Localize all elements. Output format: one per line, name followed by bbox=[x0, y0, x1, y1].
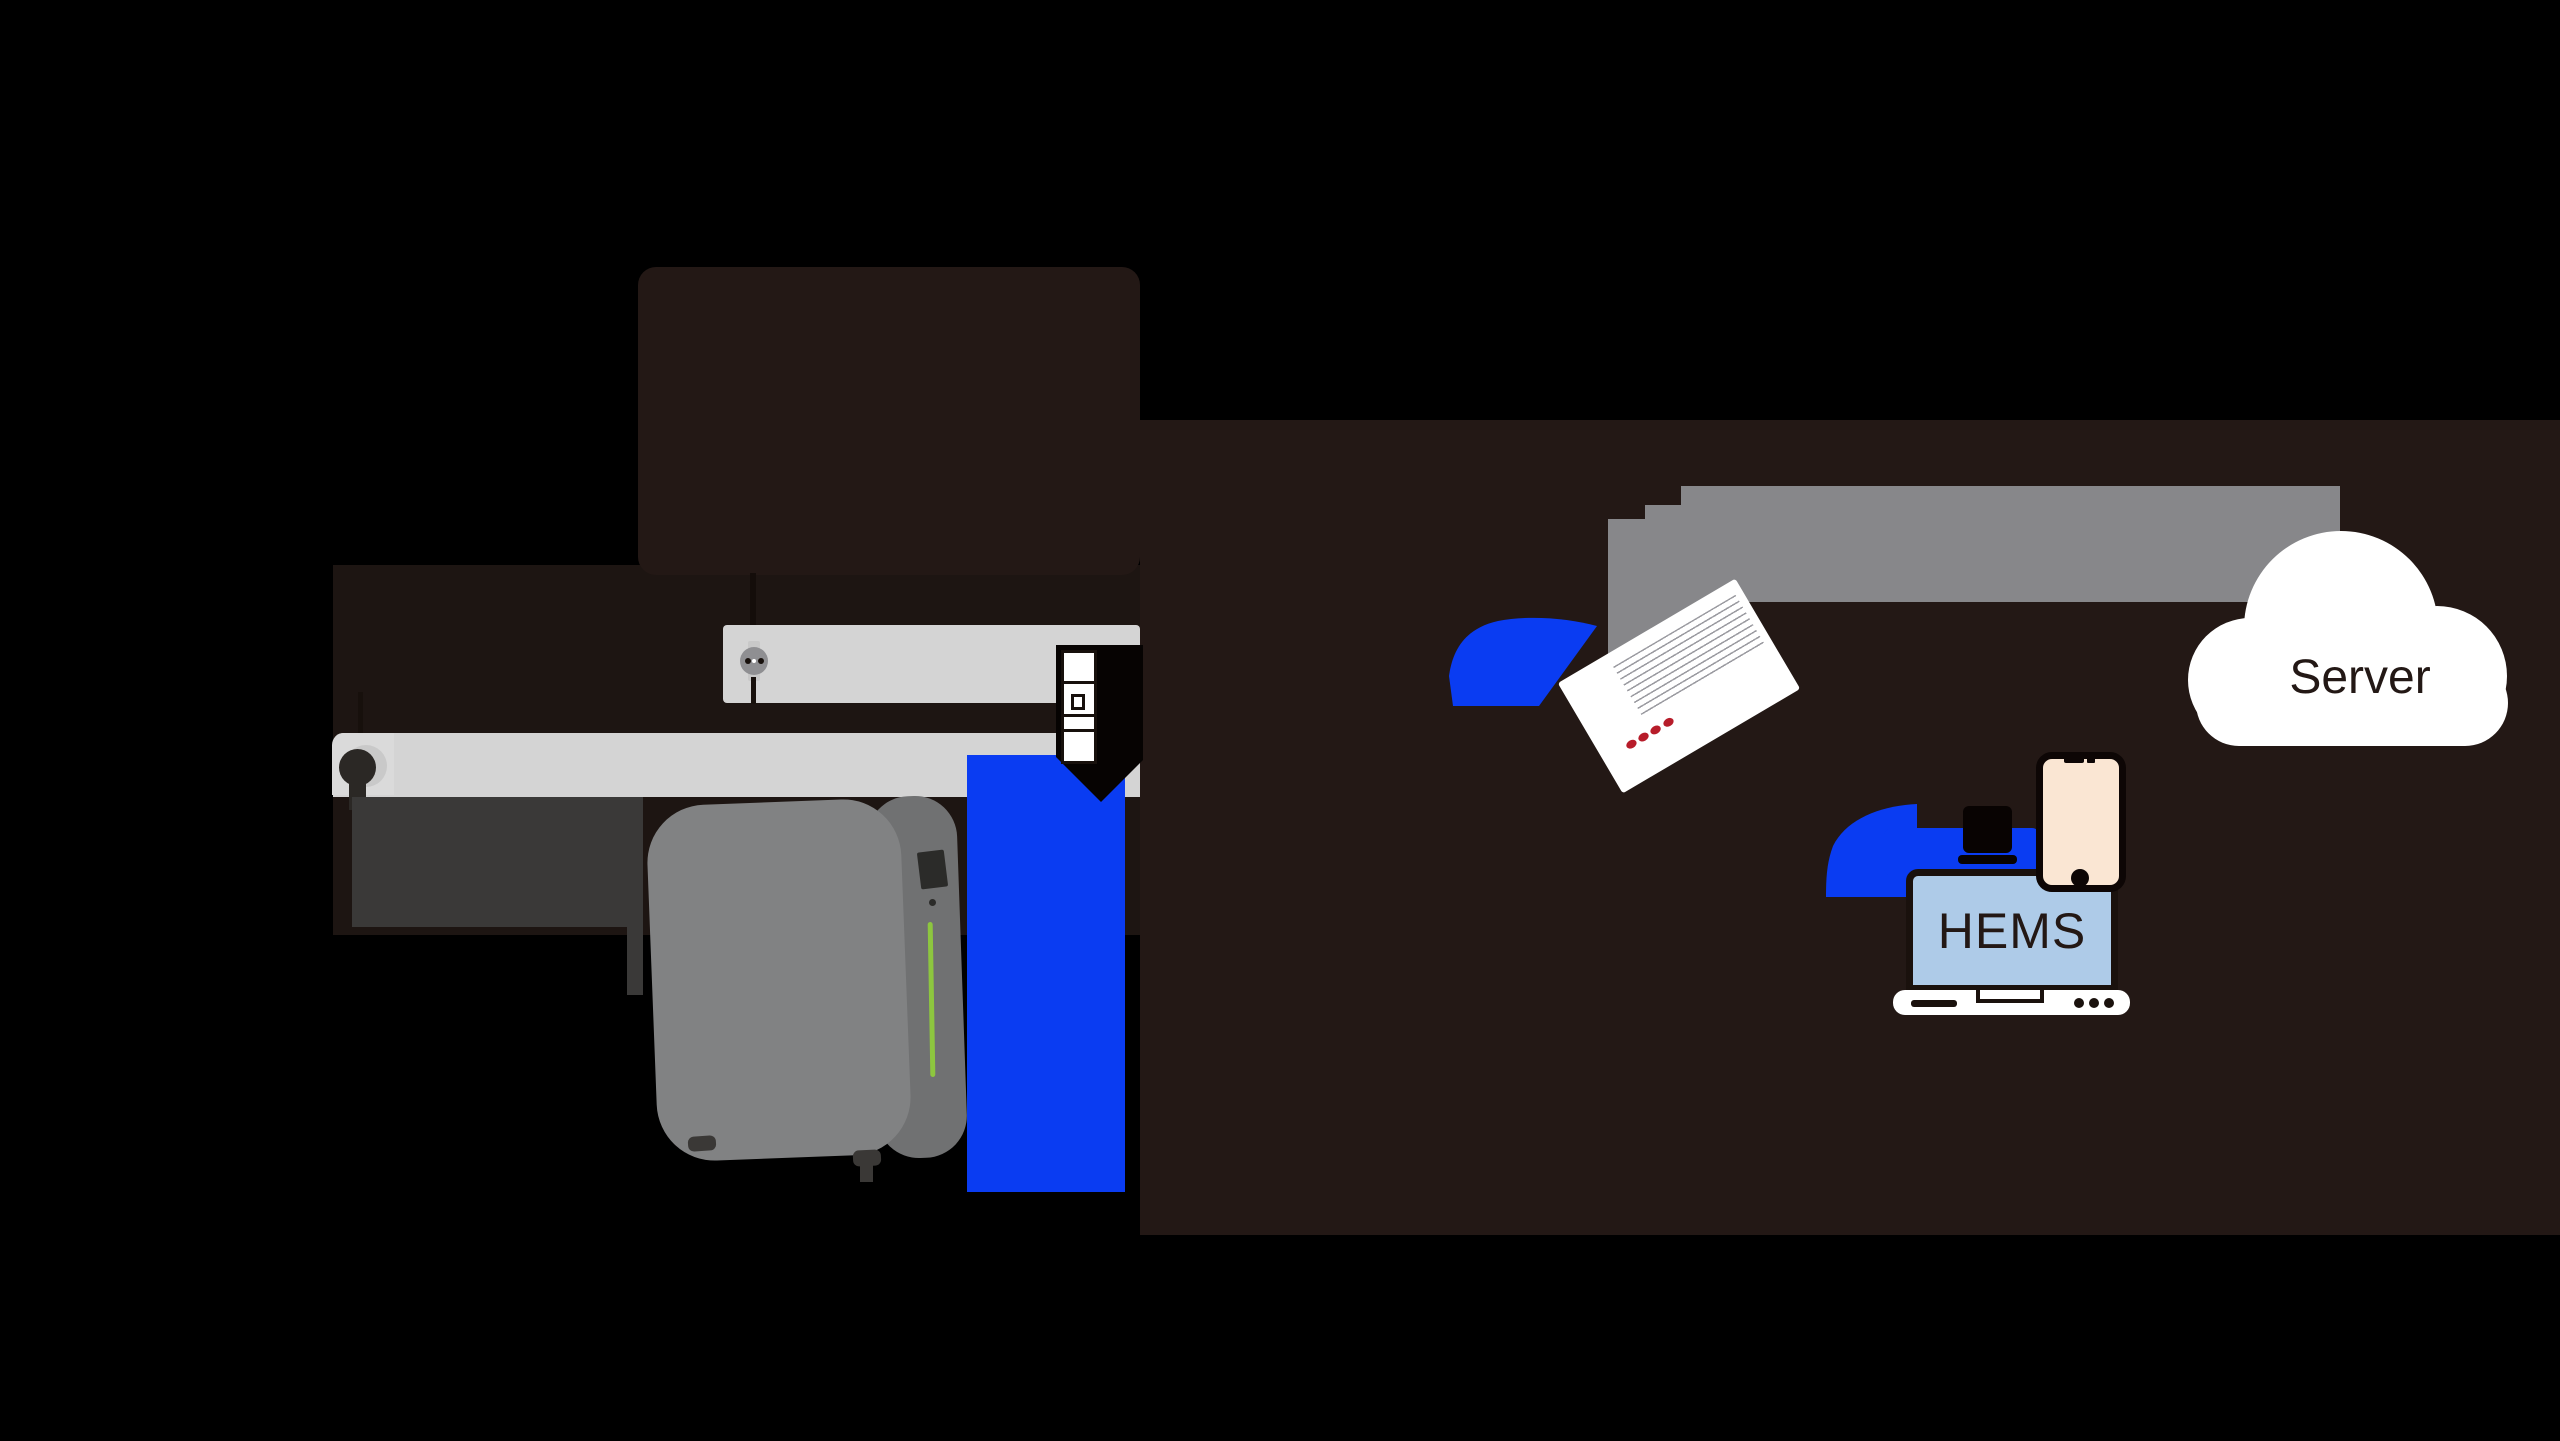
right-scene-backdrop bbox=[1140, 420, 2560, 1235]
storage-battery-icon bbox=[645, 797, 913, 1163]
hems-laptop-dot bbox=[2089, 998, 2099, 1008]
breaker-switch bbox=[1071, 694, 1085, 710]
battery-button bbox=[929, 899, 936, 906]
breaker-divider bbox=[1061, 681, 1097, 684]
power-plug-icon bbox=[339, 749, 376, 786]
hems-laptop-dot bbox=[2104, 998, 2114, 1008]
outlet-wire-down bbox=[751, 677, 756, 704]
battery-foot bbox=[860, 1164, 873, 1182]
breaker-divider bbox=[1061, 714, 1097, 717]
hems-laptop-hinge bbox=[1976, 986, 2044, 1003]
outlet-tab-bottom bbox=[748, 672, 760, 681]
document-red-dot bbox=[1661, 716, 1676, 729]
house-to-outlet-wire bbox=[750, 573, 756, 650]
outlet-tab-top bbox=[748, 641, 760, 650]
router-icon bbox=[1963, 806, 2012, 853]
battery-foot bbox=[687, 1135, 717, 1152]
outlet-center-dot bbox=[752, 659, 756, 663]
plug-wire-up bbox=[358, 692, 363, 734]
outlet-hole-right bbox=[758, 658, 764, 664]
hems-laptop-dot bbox=[2074, 998, 2084, 1008]
underfloor-block bbox=[352, 797, 640, 927]
house-room-panel bbox=[638, 267, 1140, 575]
phone-camera bbox=[2087, 756, 2095, 763]
server-label: Server bbox=[2289, 651, 2431, 704]
hems-laptop-slot bbox=[1911, 1000, 1957, 1007]
breaker-divider bbox=[1061, 729, 1097, 732]
hems-label: HEMS bbox=[1937, 902, 2087, 959]
document-red-dot bbox=[1624, 737, 1639, 751]
underfloor-cable bbox=[627, 797, 643, 995]
smartphone-icon bbox=[2036, 752, 2126, 892]
blue-door-panel bbox=[967, 755, 1125, 1192]
wifi-band bbox=[1884, 828, 2040, 876]
phone-speaker bbox=[2064, 757, 2084, 763]
document-red-dot bbox=[1648, 723, 1663, 737]
battery-display bbox=[916, 849, 949, 890]
router-base bbox=[1958, 855, 2017, 864]
phone-home-button bbox=[2071, 869, 2089, 887]
outlet-hole-left bbox=[745, 658, 751, 664]
document-red-dot bbox=[1636, 730, 1651, 744]
